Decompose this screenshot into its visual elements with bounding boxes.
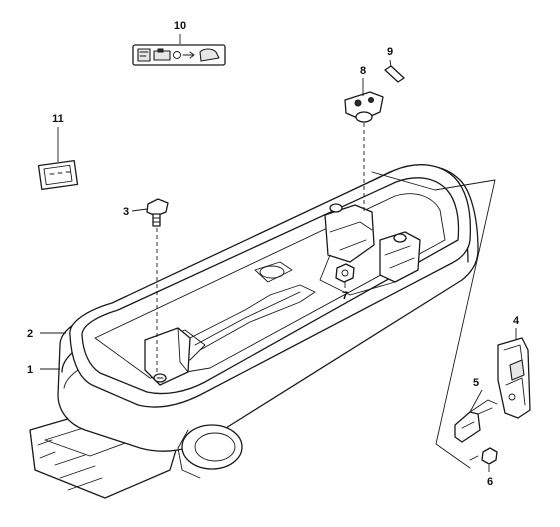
callout-8: 8 [360, 65, 366, 77]
leader-lines [40, 34, 517, 472]
callout-2: 2 [27, 328, 33, 340]
cowling-outlet-tube [177, 424, 243, 479]
cowling-inner-structure [144, 203, 421, 386]
cap-bracket [344, 91, 384, 123]
callout-1: 1 [27, 364, 33, 376]
callout-9: 9 [387, 46, 393, 58]
callout-3: 3 [123, 206, 129, 218]
callout-6: 6 [487, 476, 493, 488]
callout-10: 10 [174, 20, 186, 32]
small-label [37, 159, 79, 191]
caution-label-plate [132, 44, 226, 66]
callout-7: 7 [342, 290, 348, 302]
latch-bracket [497, 337, 531, 419]
pin [384, 65, 405, 83]
bottom-cowling [57, 164, 479, 452]
bolt [146, 198, 169, 227]
screw [469, 447, 498, 465]
nut [335, 263, 355, 283]
latch-clip [454, 399, 498, 443]
callout-4: 4 [513, 315, 520, 327]
bracket-group-outline [371, 171, 496, 469]
callout-11: 11 [52, 113, 64, 125]
callout-5: 5 [473, 377, 479, 389]
cowling-bolt-installed [153, 373, 167, 383]
